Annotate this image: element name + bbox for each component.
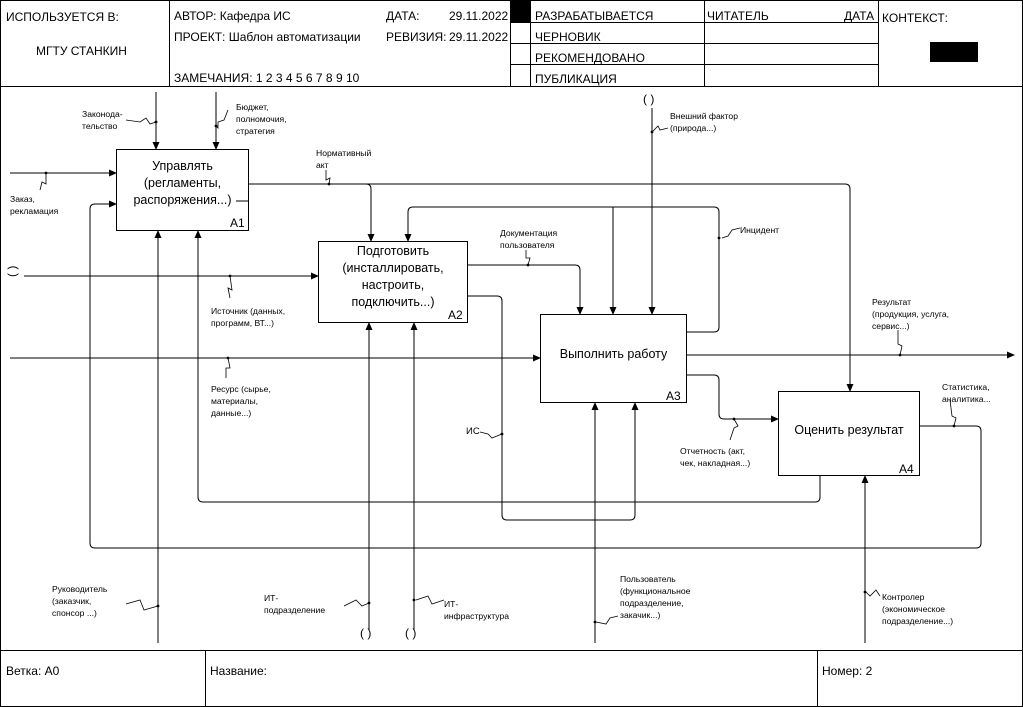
label-source: Источник (данных, программ, ВТ...) [211,306,286,328]
footer-name: Название: [210,664,267,678]
arrow-docs[interactable] [467,264,584,315]
label-it-dept: ИТ- подразделение [264,593,326,615]
label-incident: Инцидент [740,225,780,235]
context: КОНТЕКСТ: [882,11,948,25]
label-is: ИС [466,426,480,437]
box-a1[interactable] [116,149,249,231]
label-controller: Контролер (экономическое подразделение..… [882,592,954,626]
status-recommended: РЕКОМЕНДОВАНО [535,51,645,65]
project: ПРОЕКТ: Шаблон автоматизации [174,30,361,44]
tunnel-external: ( ) [643,92,655,106]
arrow-normative-a4[interactable] [366,183,854,392]
date-label: ДАТА: [386,9,420,23]
tunnel-source: ( ) [5,265,19,277]
date-value: 29.11.2022 [449,9,509,23]
status-marker [511,1,531,22]
box-a3-num: A3 [666,389,681,403]
reader: ЧИТАТЕЛЬ [707,9,769,23]
label-external: Внешний фактор (природа...) [670,111,738,133]
arrow-feedback-a1[interactable] [194,230,821,503]
tunnel-it-infra: ( ) [405,626,417,640]
status-draft: ЧЕРНОВИК [535,30,601,44]
arrow-report[interactable] [686,374,779,423]
label-budget: Бюджет, полномочия, стратегия [236,102,287,136]
notes: ЗАМЕЧАНИЯ: 1 2 3 4 5 6 7 8 9 10 [174,71,360,85]
status-publication: ПУБЛИКАЦИЯ [535,72,617,86]
box-a2-title: Подготовить (инсталлировать, настроить, … [342,244,444,309]
arrow-is[interactable] [467,295,639,521]
box-a3-title: Выполнить работу [559,346,668,361]
context-block [930,42,978,62]
tunnel-it-dept: ( ) [360,626,372,640]
label-law: Законода- тельство [82,109,123,131]
label-normative: Нормативный акт [316,148,372,170]
footer-branch: Ветка: A0 [6,664,60,678]
label-docs: Документация пользователя [500,228,558,250]
label-report: Отчетность (акт, чек, накладная...) [680,446,751,468]
label-manager: Руководитель (заказчик, спонсор ...) [52,584,108,618]
used-at-label: ИСПОЛЬЗУЕТСЯ В: [6,10,119,24]
label-order: Заказ, рекламация [10,194,59,216]
box-a4-title: Оценить результат [794,422,904,437]
label-resource: Ресурс (сырье, материалы, данные...) [211,384,271,418]
arrow-stats[interactable] [89,200,982,549]
box-a4-num: A4 [899,462,914,476]
arrow-incident[interactable] [404,206,720,333]
arrow-normative-a2[interactable] [248,183,375,242]
status-developing: РАЗРАБАТЫВАЕТСЯ [535,9,654,23]
revision-value: 29.11.2022 [449,30,509,44]
box-a2[interactable] [318,241,468,323]
label-user: Пользователь (функциональное подразделен… [620,574,691,620]
revision-label: РЕВИЗИЯ: [386,30,447,44]
box-a2-num: A2 [448,308,463,322]
box-a1-title: Управлять (регламенты, распоряжения...) [133,158,232,207]
used-at-value: МГТУ СТАНКИН [36,44,127,58]
footer-number: Номер: 2 [822,664,873,678]
label-it-infra: ИТ- инфраструктура [444,599,510,621]
label-stats: Статистика, аналитика... [942,382,991,404]
reader-date: ДАТА [844,9,875,23]
label-result: Результат (продукция, услуга, сервис...) [872,297,950,331]
author: АВТОР: Кафедра ИС [174,9,291,23]
box-a1-num: A1 [230,216,245,230]
